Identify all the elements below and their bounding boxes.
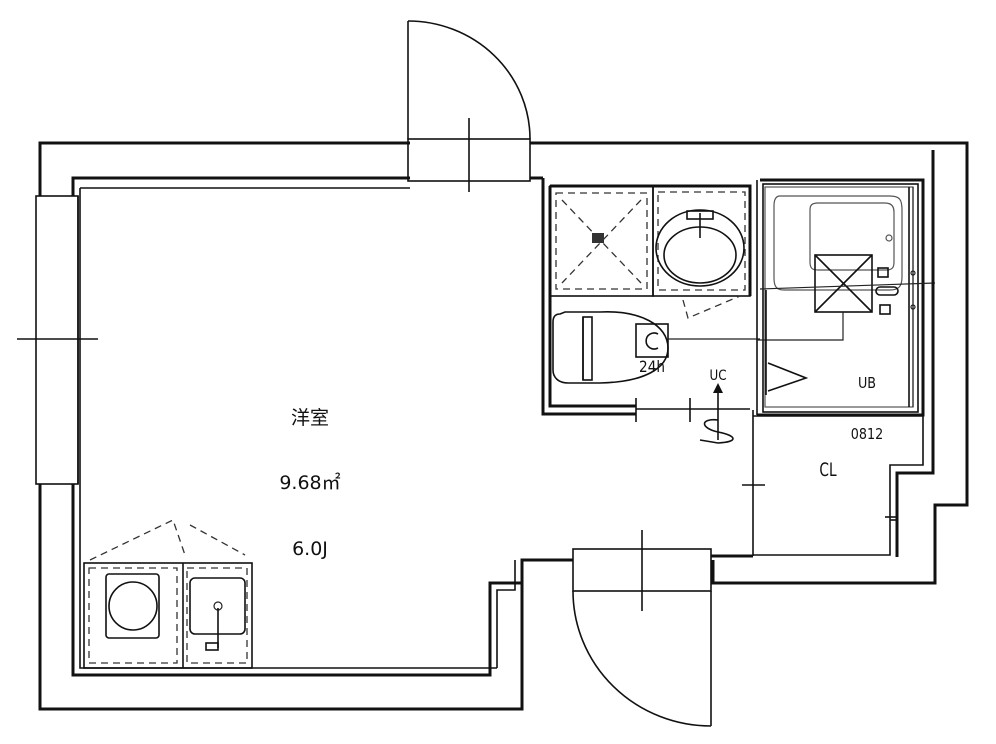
ventilation-fan-label: 24h — [639, 357, 665, 376]
washing-machine-icon — [88, 567, 178, 664]
room-name: 洋室 — [290, 406, 329, 429]
kitchen-walls — [83, 519, 253, 669]
wash-basin-icon — [652, 185, 751, 319]
bath-vent-icon — [757, 254, 936, 341]
toilet-icon — [552, 311, 669, 384]
kitchen-sink-icon — [186, 567, 248, 664]
unit-bath-walls — [756, 178, 925, 417]
closet-walls — [742, 150, 935, 557]
utility-chase-icon — [699, 383, 734, 444]
bath-door-icon — [765, 290, 809, 395]
utility-chase-label: UC — [709, 368, 727, 384]
western-room-label: 洋室 9.68㎡ 6.0J — [255, 364, 365, 582]
balcony-door — [407, 20, 531, 192]
outer-walls — [38, 141, 969, 711]
ventilation-fan-icon — [635, 323, 760, 358]
entrance-door — [572, 530, 753, 727]
room-size-jo: 6.0J — [292, 537, 328, 560]
bathtub-icon — [773, 195, 903, 291]
window — [17, 195, 98, 485]
closet-label: CL — [819, 459, 837, 481]
washing-machine-pan-icon — [549, 185, 654, 297]
unit-bath-model: 0812 — [850, 425, 884, 444]
bath-faucet-icon — [875, 267, 916, 315]
room-area: 9.68㎡ — [279, 472, 341, 495]
unit-bath-label: UB 0812 — [846, 340, 889, 461]
unit-bath-name: UB — [857, 373, 877, 392]
